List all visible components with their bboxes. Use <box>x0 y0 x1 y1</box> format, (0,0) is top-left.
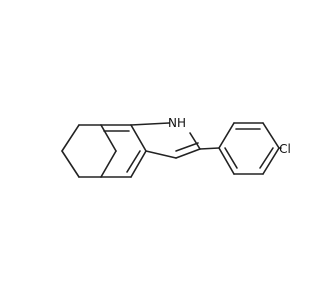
bond <box>218 147 235 175</box>
bond <box>224 147 238 169</box>
atom-label-nh: NH <box>168 116 186 130</box>
canvas-background <box>0 0 300 300</box>
bond <box>130 150 147 178</box>
bond <box>130 122 170 126</box>
bond <box>61 150 80 178</box>
bond <box>218 122 235 149</box>
bond <box>259 147 274 169</box>
atom-label-cl: Cl <box>279 142 291 156</box>
molecule-structure-diagram: NH Cl <box>0 0 300 300</box>
bond <box>262 147 280 175</box>
benzene-ring-central <box>100 124 147 178</box>
bond <box>61 124 80 152</box>
bond <box>145 150 177 159</box>
bond <box>175 142 199 152</box>
bond <box>175 148 201 159</box>
bond <box>100 150 117 178</box>
chlorophenyl-ring <box>218 122 280 175</box>
bond <box>130 124 147 152</box>
bond <box>262 122 280 149</box>
pyrrole-ring <box>130 122 201 159</box>
bond <box>126 150 141 173</box>
bond <box>189 132 201 150</box>
cyclohexane-ring <box>61 124 102 178</box>
bond-pyrrole-phenyl <box>199 147 220 150</box>
bond <box>100 124 117 152</box>
